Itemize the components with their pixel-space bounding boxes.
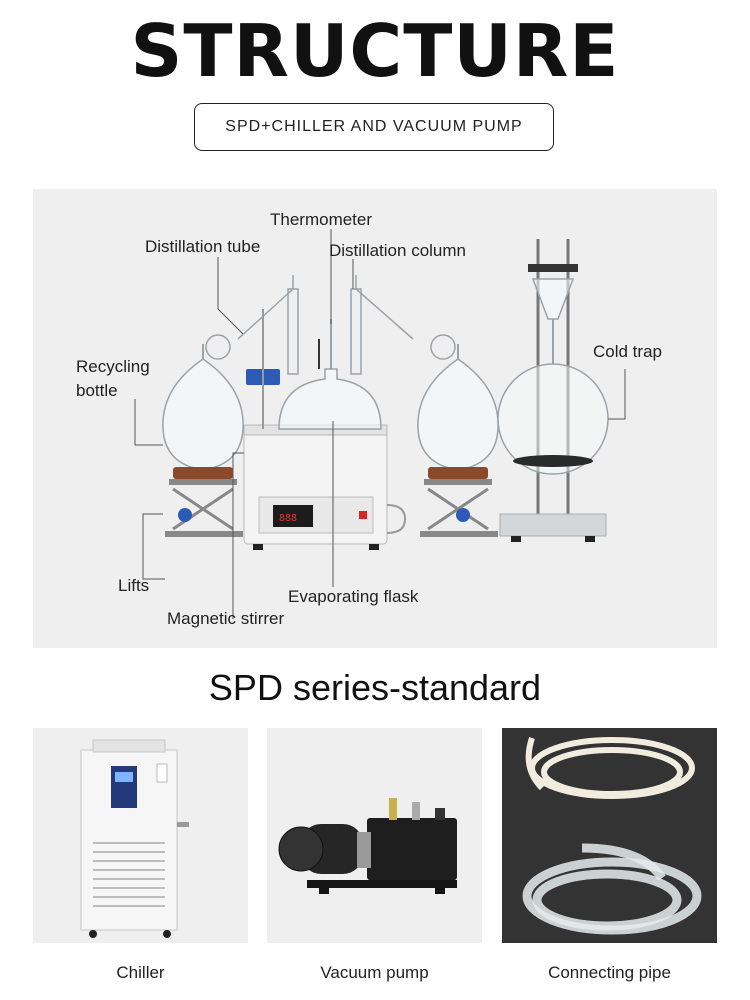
structure-diagram: 888 — [33, 189, 717, 648]
evaporating-flask — [278, 319, 382, 430]
caption-chiller: Chiller — [116, 963, 165, 982]
cold-trap-unit — [497, 239, 609, 542]
right-recycling-bottle — [417, 334, 499, 537]
label-evaporating-flask: Evaporating flask — [288, 587, 419, 606]
connecting-pipe-card — [502, 728, 717, 943]
label-thermometer: Thermometer — [270, 210, 373, 229]
distillation-columns — [237, 275, 414, 375]
label-cold-trap: Cold trap — [593, 342, 662, 361]
caption-connecting-pipe: Connecting pipe — [548, 963, 671, 982]
vacuum-pump-image — [278, 798, 457, 894]
label-lifts: Lifts — [118, 576, 150, 595]
magnetic-stirrer-unit: 888 — [243, 424, 407, 550]
label-recycling-bottle-line1: Recycling — [76, 357, 150, 376]
chiller-image — [80, 739, 189, 938]
label-distillation-tube: Distillation tube — [145, 237, 261, 256]
left-recycling-bottle — [162, 334, 244, 537]
svg-text:888: 888 — [279, 513, 297, 524]
apparatus-illustration: 888 — [134, 229, 626, 619]
leader-lines — [134, 229, 626, 619]
section-title: SPD series-standard — [208, 667, 542, 708]
caption-vacuum-pump: Vacuum pump — [320, 963, 429, 982]
label-recycling-bottle-line2: bottle — [76, 381, 118, 400]
label-magnetic-stirrer: Magnetic stirrer — [167, 609, 285, 628]
label-distillation-column: Distillation column — [329, 241, 466, 260]
chiller-card — [33, 728, 248, 943]
page-title: STRUCTURE — [130, 9, 620, 93]
connecting-pipe-image — [502, 728, 717, 943]
vacuum-pump-card — [267, 728, 482, 943]
subtitle-badge: SPD+CHILLER AND VACUUM PUMP — [194, 103, 554, 151]
